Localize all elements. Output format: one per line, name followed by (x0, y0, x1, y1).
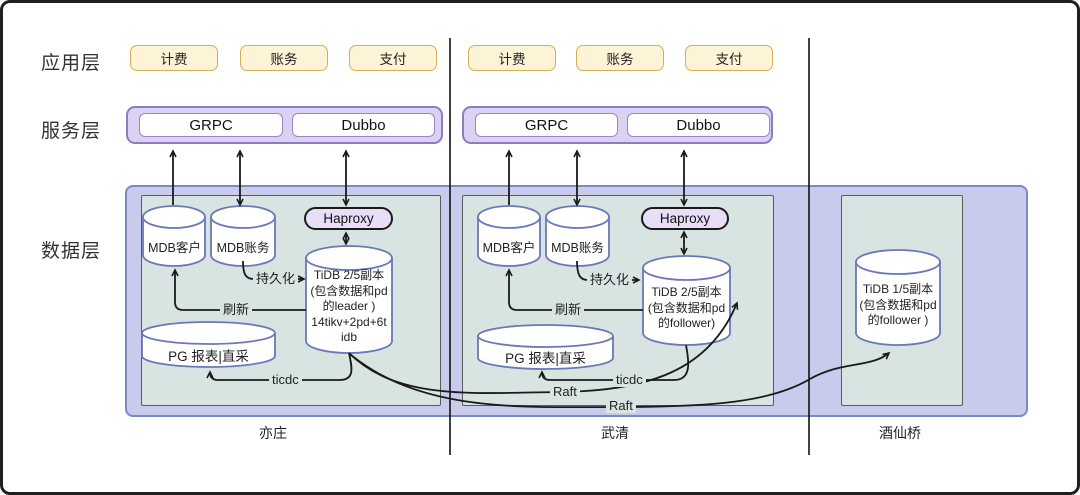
connector-label-persist-yizhuang: 持久化 (253, 272, 299, 286)
mdb-customer-label-wuqing: MDB客户 (482, 241, 536, 255)
layer-label-data: 数据层 (41, 241, 102, 262)
connector-label-ticdc-wuqing: ticdc (613, 373, 646, 387)
mdb-billing-label-wuqing: MDB账务 (551, 241, 604, 255)
app-box-accounting-wuqing: 账务 (576, 45, 664, 71)
service-container-yizhuang: GRPC Dubbo (126, 106, 443, 144)
layer-label-application: 应用层 (41, 53, 102, 74)
layer-label-service: 服务层 (41, 121, 102, 142)
pg-label-wuqing: PG 报表|直采 (505, 351, 586, 366)
mdb-billing-label-yizhuang: MDB账务 (216, 241, 270, 255)
connector-label-raft-lower: Raft (606, 399, 636, 413)
connector-label-refresh-yizhuang: 刷新 (220, 303, 253, 317)
tidb-label-wuqing: TiDB 2/5副本 (包含数据和pd 的follower) (647, 285, 726, 330)
zone-name-jiuxianqiao: 酒仙桥 (879, 425, 921, 441)
tidb-label-jiuxianqiao: TiDB 1/5副本 (包含数据和pd 的follower ) (859, 282, 937, 327)
connector-label-persist-wuqing: 持久化 (587, 273, 633, 287)
haproxy-node-wuqing: Haproxy (641, 207, 729, 230)
pg-label-yizhuang: PG 报表|直采 (168, 349, 249, 364)
service-box-dubbo-wuqing: Dubbo (627, 113, 770, 137)
app-box-payment-yizhuang: 支付 (349, 45, 437, 71)
service-container-wuqing: GRPC Dubbo (462, 106, 773, 144)
connector-label-raft-upper: Raft (550, 385, 580, 399)
service-box-dubbo-yizhuang: Dubbo (292, 113, 435, 137)
app-box-accounting-yizhuang: 账务 (240, 45, 328, 71)
app-box-billing-yizhuang: 计费 (130, 45, 218, 71)
haproxy-node-yizhuang: Haproxy (304, 207, 393, 230)
connector-label-refresh-wuqing: 刷新 (552, 303, 585, 317)
mdb-customer-label-yizhuang: MDB客户 (148, 241, 201, 255)
zone-name-wuqing: 武清 (601, 425, 629, 441)
zone-name-yizhuang: 亦庄 (259, 425, 287, 441)
tidb-label-yizhuang: TiDB 2/5副本 (包含数据和pd 的leader ) 14tikv+2pd… (310, 268, 388, 344)
app-box-payment-wuqing: 支付 (685, 45, 773, 71)
service-box-grpc-wuqing: GRPC (475, 113, 618, 137)
service-box-grpc-yizhuang: GRPC (139, 113, 283, 137)
app-box-billing-wuqing: 计费 (468, 45, 556, 71)
connector-label-ticdc-yizhuang: ticdc (269, 373, 302, 387)
